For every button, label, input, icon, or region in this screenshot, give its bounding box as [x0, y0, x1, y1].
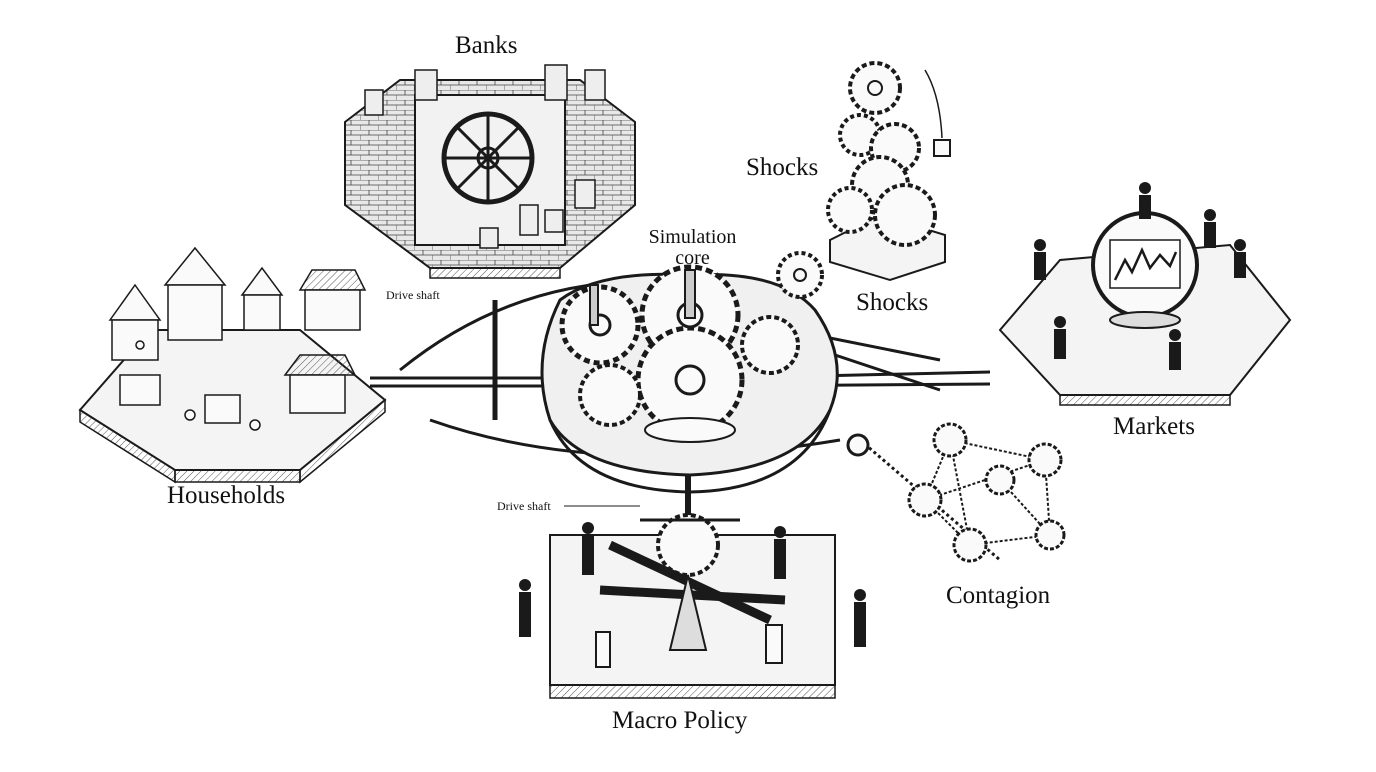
coin-stacks	[364, 64, 606, 249]
gear-cluster-icon	[559, 264, 800, 443]
banks-label: Banks	[455, 32, 518, 59]
gear-tower-icon	[776, 61, 951, 299]
households-module	[78, 246, 387, 484]
macro-policy-module	[519, 513, 866, 699]
planner-figures	[519, 522, 866, 647]
vault-wheel-icon	[441, 111, 535, 205]
markets-module	[998, 182, 1292, 406]
village-icon	[108, 246, 367, 431]
banks-module	[344, 64, 636, 279]
markets-label: Markets	[1113, 413, 1195, 440]
contagion-module	[846, 422, 1066, 563]
simulation-core-module	[540, 264, 839, 494]
drive-shaft-label-top: Drive shaft	[386, 288, 440, 302]
chart-globe-icon	[1091, 211, 1199, 329]
contagion-label: Contagion	[946, 582, 1051, 609]
shocks-label-bottom: Shocks	[856, 289, 929, 316]
macro-policy-label: Macro Policy	[612, 707, 748, 734]
households-label: Households	[167, 482, 286, 509]
simulation-core-label: Simulation core	[648, 226, 737, 269]
shocks-module	[776, 61, 951, 299]
shocks-label-top: Shocks	[746, 154, 819, 181]
trader-figures	[1034, 182, 1246, 370]
lever-balance-icon	[595, 513, 786, 668]
chain-gear-network-icon	[846, 422, 1066, 563]
drive-shaft-label-bottom: Drive shaft	[497, 499, 551, 513]
